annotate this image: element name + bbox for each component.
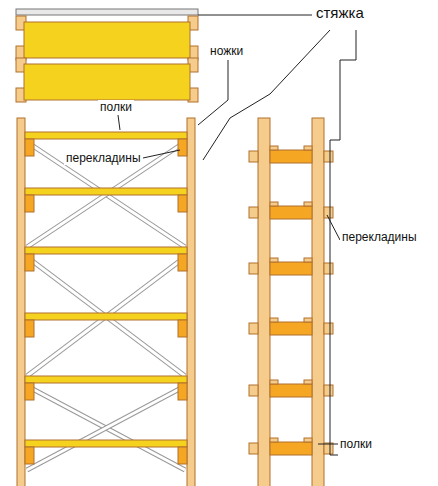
crossbar <box>178 383 187 400</box>
shelf-end <box>304 380 312 384</box>
crossbar <box>270 206 312 219</box>
shelf <box>25 313 187 320</box>
crossbar <box>25 320 34 337</box>
crossbar <box>25 447 34 464</box>
shelf-end <box>270 438 278 442</box>
crossbar <box>270 442 312 455</box>
crossbar <box>25 383 34 400</box>
tie-label: стяжка <box>314 6 366 20</box>
shelf-end <box>249 151 258 162</box>
shelf <box>25 440 187 447</box>
crossbars-label: перекладины <box>64 151 143 165</box>
crossbar <box>270 262 312 275</box>
upright <box>258 118 270 486</box>
leader-line <box>198 60 228 125</box>
shelf-end <box>270 318 278 322</box>
shelf-end <box>249 385 258 396</box>
shelf-end <box>270 258 278 262</box>
cross-brace <box>27 386 185 470</box>
crossbar <box>178 447 187 464</box>
shelf-end <box>304 202 312 206</box>
leader-line <box>203 30 330 160</box>
crossbar <box>25 195 34 212</box>
shelf-end <box>270 380 278 384</box>
shelf-end <box>249 207 258 218</box>
shelf-end <box>304 318 312 322</box>
shelf-end <box>304 258 312 262</box>
leader-line <box>327 215 340 240</box>
shelf-end <box>324 263 333 274</box>
shelf-end <box>249 443 258 454</box>
cross-brace <box>27 386 185 470</box>
shelf-end <box>324 385 333 396</box>
crossbar <box>270 150 312 163</box>
cross-brace <box>27 386 185 470</box>
shelf-end <box>249 323 258 334</box>
shelf-end <box>304 438 312 442</box>
upright <box>312 118 324 486</box>
legs-label: ножки <box>208 44 245 58</box>
shelf-board <box>24 64 190 100</box>
leader-lines <box>118 15 356 455</box>
shelf <box>25 247 187 254</box>
crossbar <box>178 320 187 337</box>
crossbar <box>178 195 187 212</box>
shelf-end <box>324 323 333 334</box>
shelf <box>25 376 187 383</box>
shelf-end <box>249 263 258 274</box>
tie-bar <box>16 9 198 15</box>
shelf-end <box>270 146 278 150</box>
shelf-end <box>324 151 333 162</box>
leader-line <box>198 15 312 16</box>
shelf-end <box>324 443 333 454</box>
shelves-label: полки <box>338 437 374 451</box>
shelf-drawing <box>16 9 333 486</box>
shelves-label: полки <box>98 100 134 114</box>
leader-line <box>143 150 180 158</box>
upright <box>187 118 195 486</box>
crossbar <box>270 384 312 397</box>
upright <box>17 118 25 486</box>
shelf <box>25 188 187 195</box>
crossbar <box>178 254 187 271</box>
shelf-end <box>304 146 312 150</box>
crossbar <box>25 139 34 156</box>
shelf-end <box>324 207 333 218</box>
cross-brace <box>27 386 185 470</box>
crossbars-label: перекладины <box>340 230 419 244</box>
shelf-end <box>270 202 278 206</box>
leader-line <box>118 115 120 130</box>
crossbar <box>178 139 187 156</box>
crossbar <box>270 322 312 335</box>
leader-line <box>318 444 338 445</box>
shelf-board <box>24 22 190 58</box>
shelf <box>25 132 187 139</box>
crossbar <box>25 254 34 271</box>
